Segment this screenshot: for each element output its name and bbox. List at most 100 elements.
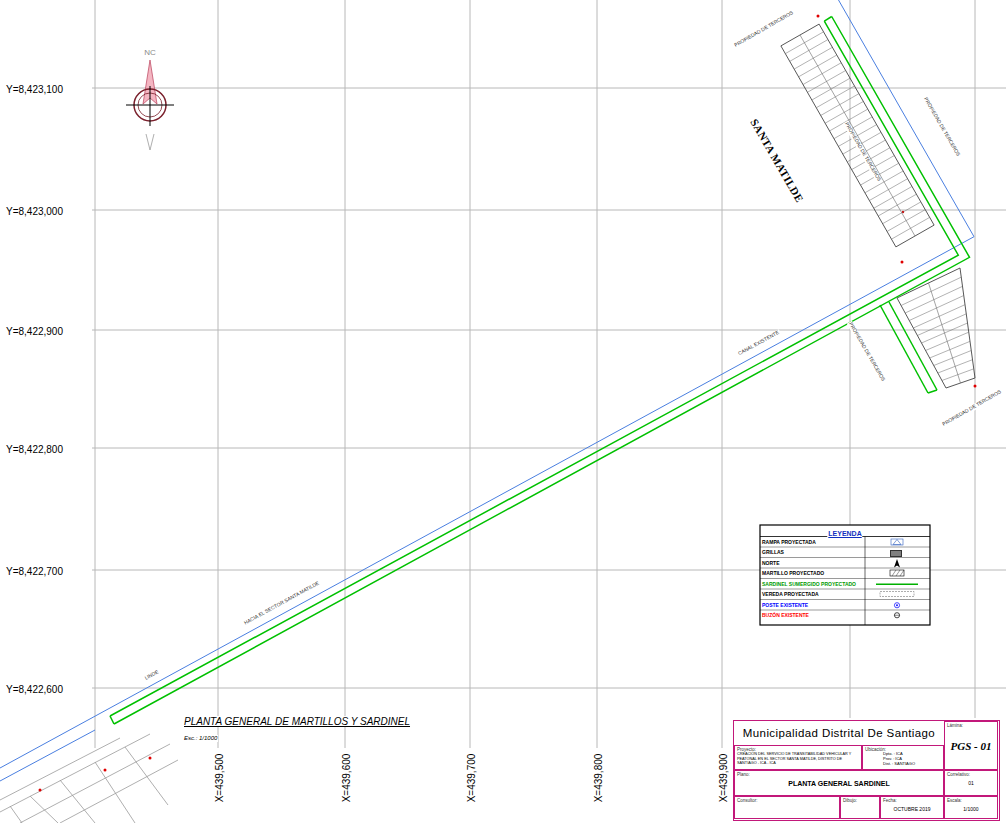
coordinate-label: X=439,500 <box>214 753 225 804</box>
coordinate-label: Y=8,422,600 <box>5 684 64 695</box>
grid-line <box>218 0 219 748</box>
north-tail <box>146 134 154 150</box>
scale-note-anchor: Esc.: 1/1000 <box>183 727 218 743</box>
lot-line <box>785 32 823 54</box>
lot-blocks <box>781 24 975 388</box>
property-label: PROPIEDAD DE TERCEROS <box>922 96 961 158</box>
legend-text: GRILLAS <box>762 547 862 558</box>
canal <box>0 0 974 781</box>
cell-text: Dpto. : ICA <box>865 752 941 757</box>
property-label-anchor: PROPIEDAD DE TERCEROS <box>921 91 969 159</box>
cell-heading: Ubicación: <box>865 747 941 752</box>
north-arrow <box>126 60 174 150</box>
legend-sample <box>866 610 928 621</box>
cell-text: CREACIÓN DEL SERVICIO DE TRANSITABILIDAD… <box>737 752 859 765</box>
coordinate-label: X=439,600 <box>341 753 352 804</box>
legend-row: MARTILLO PROYECTADO <box>762 568 928 579</box>
coordinate-label-anchor: Y=8,423,100 <box>5 80 64 96</box>
cell-heading: Escala: <box>947 798 995 803</box>
legend-text: POSTE EXISTENTE <box>762 600 862 611</box>
canal-label: CANAL EXISTENTE <box>737 329 781 357</box>
legend-rule <box>760 578 930 579</box>
cell-text: Dist. : SANTIAGO <box>865 762 941 767</box>
legend-text: MARTILLO PROYECTADO <box>762 568 862 579</box>
legend-rules <box>760 547 930 610</box>
grid-line <box>92 210 1006 211</box>
lot-line <box>125 747 168 805</box>
street-edge <box>20 744 170 823</box>
coordinate-label-anchor: Y=8,422,600 <box>5 680 64 696</box>
coordinate-label-anchor: X=439,800 <box>589 753 605 804</box>
sardinel-cap <box>824 17 831 22</box>
legend-symbol <box>894 559 900 568</box>
marker-dot <box>39 789 42 792</box>
property-label-anchor: PROPIEDAD DE TERCEROS <box>728 2 796 50</box>
legend-rule <box>760 599 930 600</box>
legend-row: BUZÓN EXISTENTE <box>762 610 928 621</box>
property-label-anchor: PROPIEDAD DE TERCEROS <box>846 316 894 384</box>
legend-symbol <box>894 602 899 607</box>
marker-dot <box>104 769 107 772</box>
north-crosshair <box>150 86 151 126</box>
lot-line <box>790 40 828 62</box>
lot-line <box>922 323 968 343</box>
lot-line <box>926 332 969 350</box>
drawing-title: PLANTA GENERAL DE MARTILLOS Y SARDINEL <box>183 716 411 727</box>
legend-rule <box>760 568 930 569</box>
legend-rule <box>760 547 930 548</box>
coordinate-label: X=439,900 <box>718 753 729 804</box>
sector-name-anchor: SANTA MATILDE <box>747 114 809 205</box>
cell-heading: Lámina: <box>947 723 995 728</box>
legend-symbol <box>893 539 901 544</box>
lot-line <box>816 86 854 108</box>
legend-symbol <box>891 539 903 545</box>
project-cell: Proyecto:CREACIÓN DEL SERVICIO DE TRANSI… <box>734 745 862 770</box>
legend-sample <box>866 558 928 569</box>
north-label: NC <box>143 49 157 58</box>
property-label: PROPIEDAD DE TERCEROS <box>847 321 886 383</box>
grid-line <box>597 0 598 748</box>
marker-dot <box>817 15 820 18</box>
legend-text: RAMPA PROYECTADA <box>762 537 862 548</box>
grid-line <box>95 0 96 748</box>
lot-line <box>95 762 135 823</box>
cell-heading: Fecha: <box>883 798 941 803</box>
scale-cell: Escala:1/1000 <box>944 796 998 819</box>
marker-dot <box>901 261 904 264</box>
sardinel-cap <box>928 390 937 393</box>
drawing-cell: Dibujo: <box>840 796 880 819</box>
legend-row: VEREDA PROYECTADA <box>762 589 928 600</box>
number-cell: Correlativo:01 <box>944 770 998 796</box>
coordinate-label: Y=8,422,800 <box>5 444 64 455</box>
street-edge <box>0 734 150 812</box>
date-cell: Fecha:OCTUBRE 2019 <box>880 796 944 819</box>
legend-text: SARDINEL SUMERGIDO PROYECTADO <box>762 579 862 590</box>
grid-line <box>470 0 471 748</box>
coordinate-label: Y=8,422,900 <box>5 326 64 337</box>
legend-frame <box>760 525 930 625</box>
canal-label-anchor: CANAL EXISTENTE <box>732 322 782 359</box>
lot-line <box>934 351 972 366</box>
lot-line <box>878 194 916 216</box>
sheet-cell: Lámina: PGS - 01 <box>944 721 998 770</box>
lot-line <box>825 101 863 123</box>
legend-title-anchor: LEYENDA <box>827 523 862 539</box>
sardinel-line <box>889 302 937 390</box>
legend-symbol <box>890 570 904 576</box>
street-edge <box>60 760 178 823</box>
property-label: PROPIEDAD DE TERCEROS <box>941 389 1003 428</box>
marker-dot <box>149 757 152 760</box>
legend-sample <box>866 600 928 611</box>
legend-rule <box>760 557 930 558</box>
canal-line <box>0 730 95 781</box>
grid-line <box>345 0 346 748</box>
legend-text: NORTE <box>762 558 862 569</box>
drawing-title-anchor: PLANTA GENERAL DE MARTILLOS Y SARDINEL <box>183 712 411 728</box>
cell-heading: Correlativo: <box>947 772 995 777</box>
coordinate-label-anchor: X=439,500 <box>210 753 226 804</box>
legend-rule <box>760 610 930 611</box>
cell-text: PGS - 01 <box>947 740 995 753</box>
cell-text: Consultor: <box>737 798 837 803</box>
lot-block <box>897 268 975 388</box>
